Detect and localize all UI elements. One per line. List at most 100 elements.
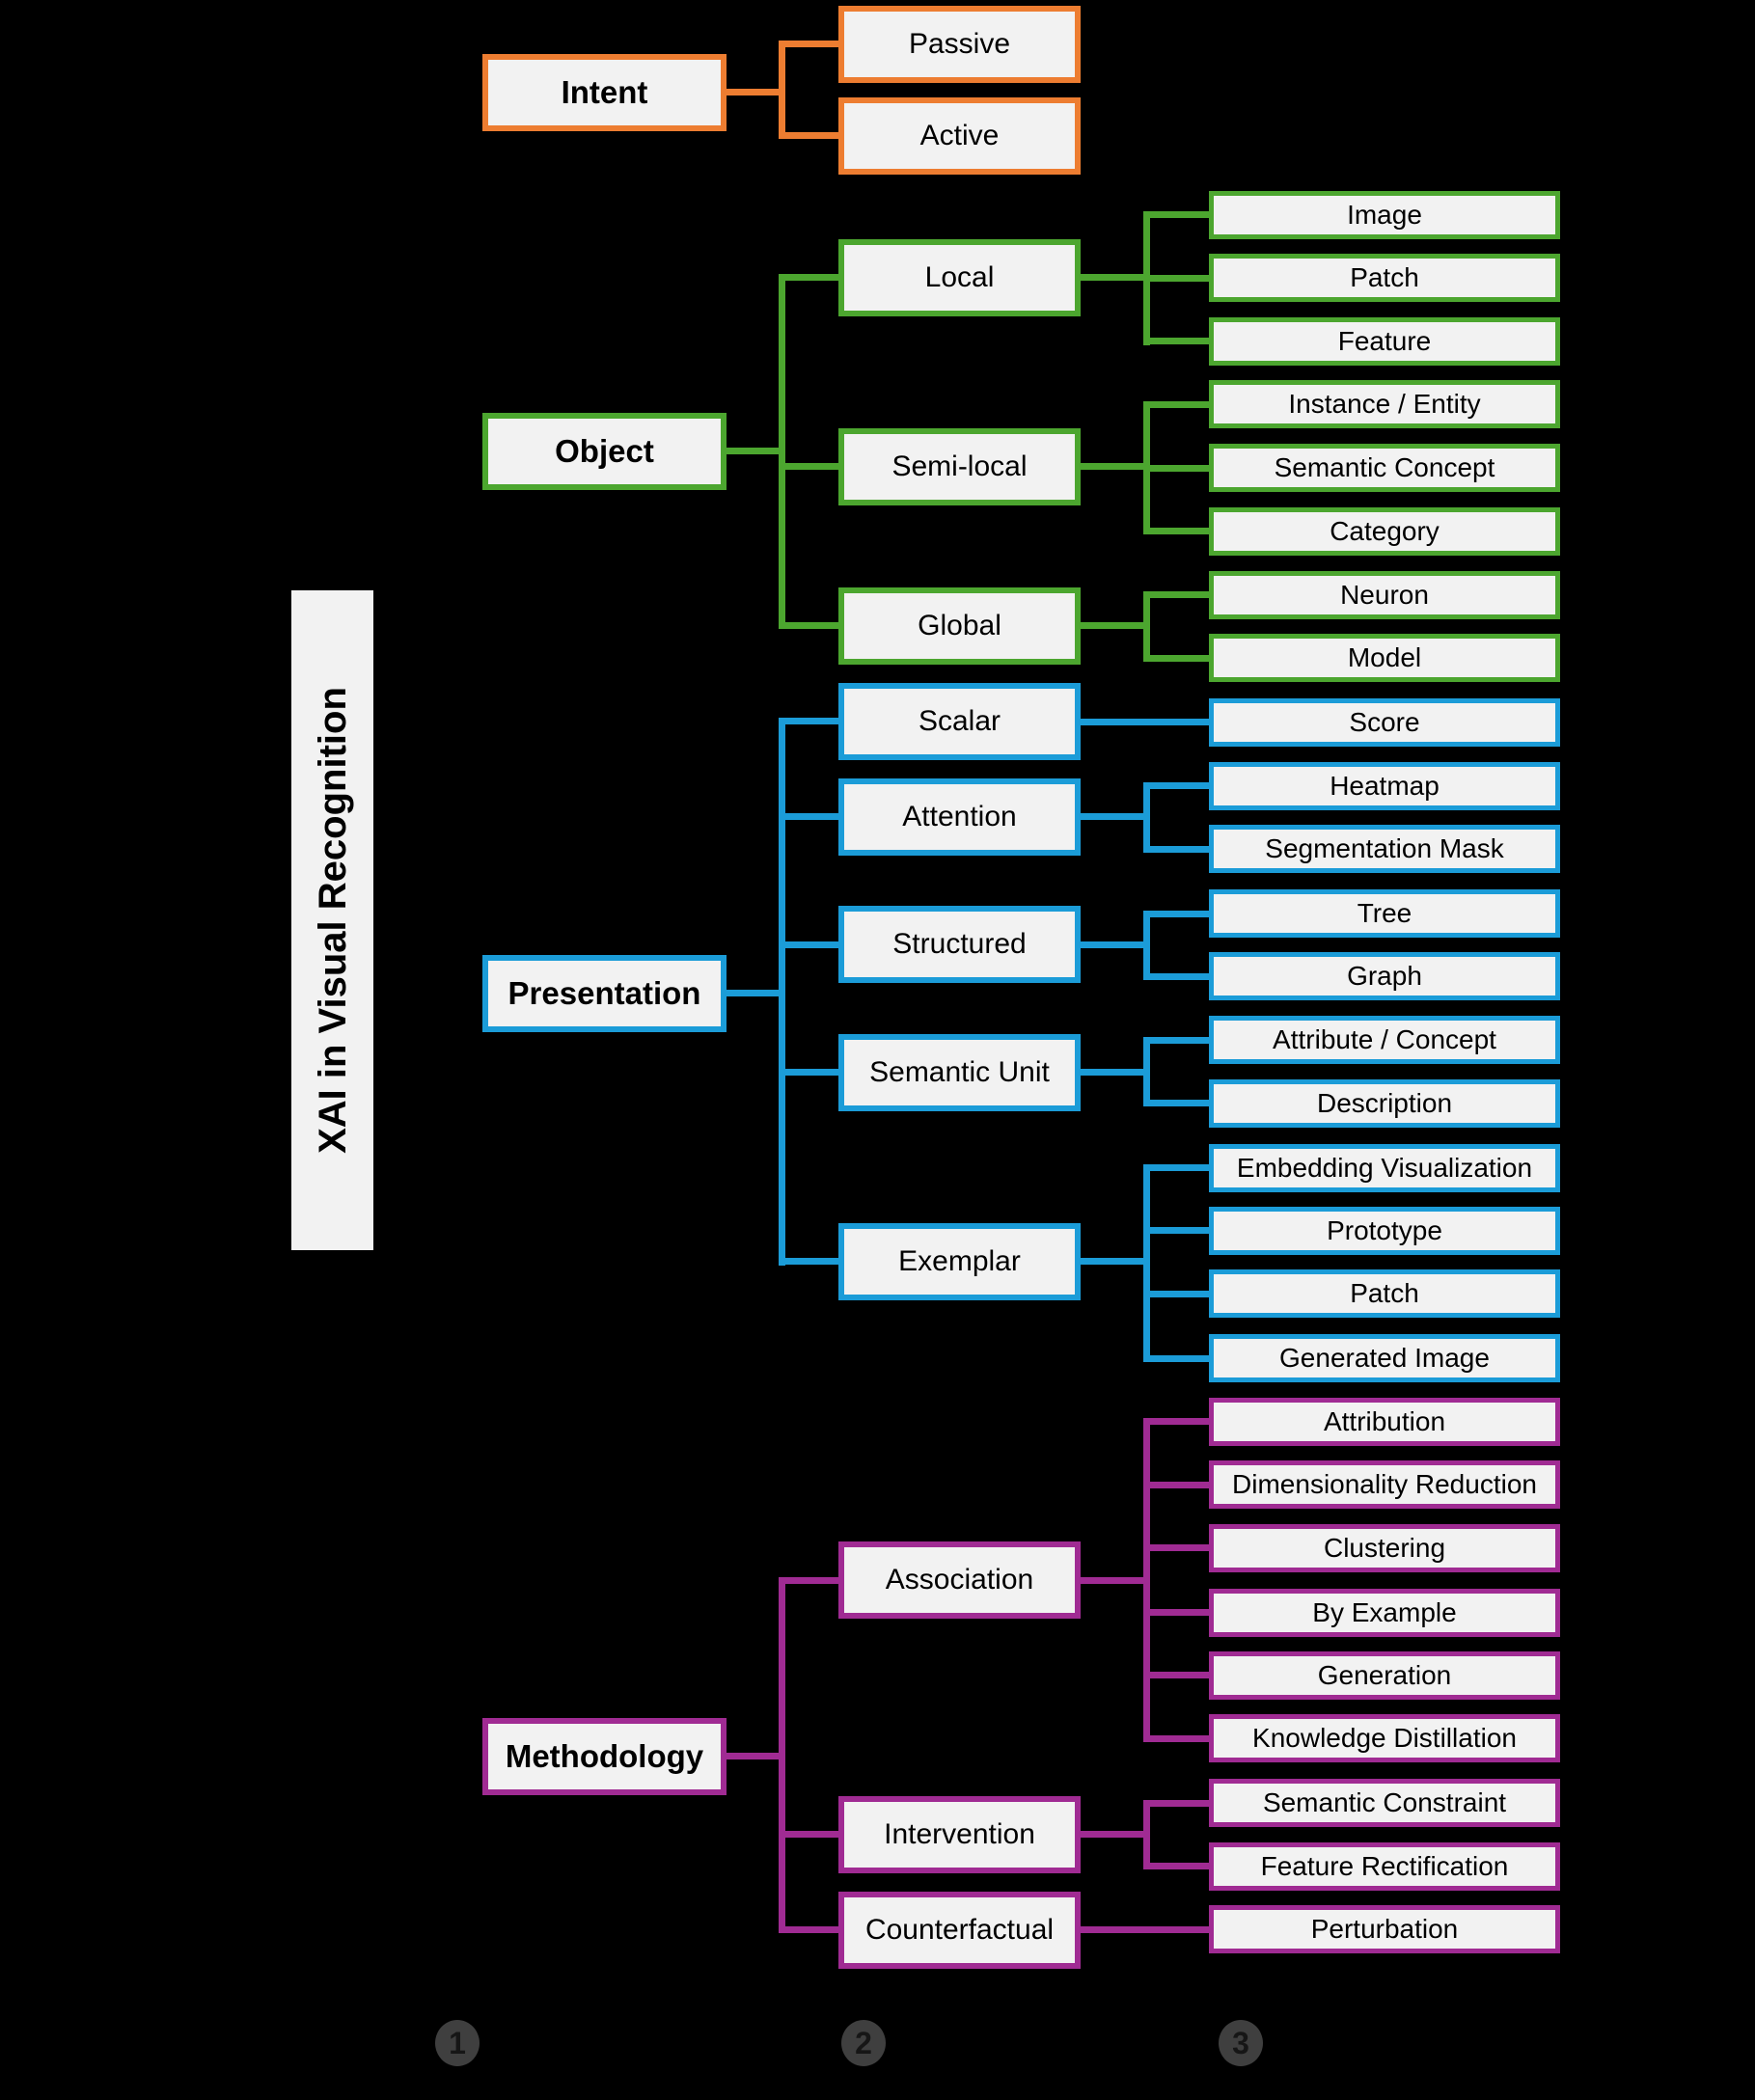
node-feature-rectification: Feature Rectification (1209, 1842, 1560, 1891)
node-by-example: By Example (1209, 1589, 1560, 1637)
connector-line (1143, 1100, 1209, 1106)
node-methodology: Methodology (482, 1718, 727, 1795)
node-exemplar: Exemplar (838, 1223, 1081, 1300)
connector-line (1143, 911, 1209, 917)
node-counterfactual: Counterfactual (838, 1892, 1081, 1969)
level-marker-3: 3 (1219, 2020, 1263, 2066)
node-clustering: Clustering (1209, 1524, 1560, 1572)
connector-line (779, 41, 838, 47)
node-neuron: Neuron (1209, 571, 1560, 619)
connector-line (1081, 274, 1150, 281)
node-feature: Feature (1209, 317, 1560, 366)
node-segmentation-mask: Segmentation Mask (1209, 825, 1560, 873)
node-attribution: Attribution (1209, 1398, 1560, 1446)
connector-line (1143, 1418, 1150, 1742)
node-knowledge-distillation: Knowledge Distillation (1209, 1714, 1560, 1762)
root-node: XAI in Visual Recognition (291, 590, 373, 1250)
node-local: Local (838, 239, 1081, 316)
level-marker-2: 2 (841, 2020, 886, 2066)
root-label: XAI in Visual Recognition (311, 687, 354, 1154)
connector-line (1143, 1800, 1150, 1869)
connector-line (1143, 1164, 1150, 1362)
connector-line (1081, 1577, 1150, 1584)
connector-line (1081, 813, 1150, 820)
connector-line (1143, 655, 1209, 662)
node-association: Association (838, 1541, 1081, 1619)
node-embedding-visualization: Embedding Visualization (1209, 1144, 1560, 1192)
connector-line (779, 1831, 838, 1838)
connector-line (1081, 1926, 1209, 1933)
connector-line (779, 622, 838, 629)
connector-line (727, 1753, 785, 1759)
connector-line (1143, 911, 1150, 980)
connector-line (1143, 1672, 1209, 1678)
connector-line (1081, 463, 1150, 470)
connector-line (1143, 1355, 1209, 1362)
connector-line (1143, 1544, 1209, 1551)
connector-line (1143, 211, 1209, 218)
connector-line (779, 463, 838, 470)
connector-line (727, 89, 785, 95)
connector-line (1143, 401, 1209, 408)
connector-line (1081, 622, 1150, 629)
node-image: Image (1209, 191, 1560, 239)
connector-line (1143, 846, 1209, 853)
connector-line (779, 132, 838, 139)
connector-line (1081, 1069, 1150, 1076)
node-dimensionality-reduction: Dimensionality Reduction (1209, 1460, 1560, 1509)
connector-line (779, 718, 785, 1266)
node-intent: Intent (482, 54, 727, 131)
node-semantic-constraint: Semantic Constraint (1209, 1779, 1560, 1827)
node-scalar: Scalar (838, 683, 1081, 760)
node-object: Object (482, 413, 727, 490)
connector-line (779, 813, 838, 820)
node-generation: Generation (1209, 1651, 1560, 1700)
connector-line (779, 274, 838, 281)
connector-line (779, 1258, 838, 1265)
level-marker-1: 1 (435, 2020, 480, 2066)
node-attribute-concept: Attribute / Concept (1209, 1016, 1560, 1064)
connector-line (1081, 1831, 1150, 1838)
connector-line (1143, 1735, 1209, 1742)
connector-line (1081, 1258, 1150, 1265)
connector-line (779, 1926, 838, 1933)
connector-line (1081, 719, 1209, 725)
connector-line (1143, 973, 1209, 980)
node-attention: Attention (838, 778, 1081, 856)
connector-line (1143, 275, 1209, 282)
connector-line (1143, 1227, 1209, 1234)
connector-line (779, 941, 838, 948)
connector-line (1143, 1037, 1150, 1106)
connector-line (1143, 591, 1209, 598)
node-model: Model (1209, 634, 1560, 682)
node-score: Score (1209, 698, 1560, 747)
node-category: Category (1209, 507, 1560, 556)
connector-line (727, 990, 785, 996)
connector-line (779, 41, 785, 139)
node-instance-entity: Instance / Entity (1209, 380, 1560, 428)
connector-line (779, 274, 785, 629)
node-global: Global (838, 587, 1081, 665)
connector-line (1143, 465, 1209, 472)
node-tree: Tree (1209, 889, 1560, 938)
connector-line (1081, 941, 1150, 948)
connector-line (1143, 782, 1150, 853)
connector-line (1143, 782, 1209, 789)
connector-line (1143, 1800, 1209, 1807)
node-active: Active (838, 97, 1081, 175)
connector-line (1143, 528, 1209, 534)
node-exemplar-patch: Patch (1209, 1269, 1560, 1318)
connector-line (1143, 1037, 1209, 1044)
node-passive: Passive (838, 6, 1081, 83)
connector-line (1143, 1418, 1209, 1425)
connector-line (1143, 1291, 1209, 1297)
node-description: Description (1209, 1079, 1560, 1128)
connector-line (1143, 1482, 1209, 1488)
node-prototype: Prototype (1209, 1207, 1560, 1255)
node-semi-local: Semi-local (838, 428, 1081, 505)
connector-line (1143, 1863, 1209, 1869)
node-generated-image: Generated Image (1209, 1334, 1560, 1382)
node-perturbation: Perturbation (1209, 1905, 1560, 1953)
connector-line (727, 448, 785, 454)
